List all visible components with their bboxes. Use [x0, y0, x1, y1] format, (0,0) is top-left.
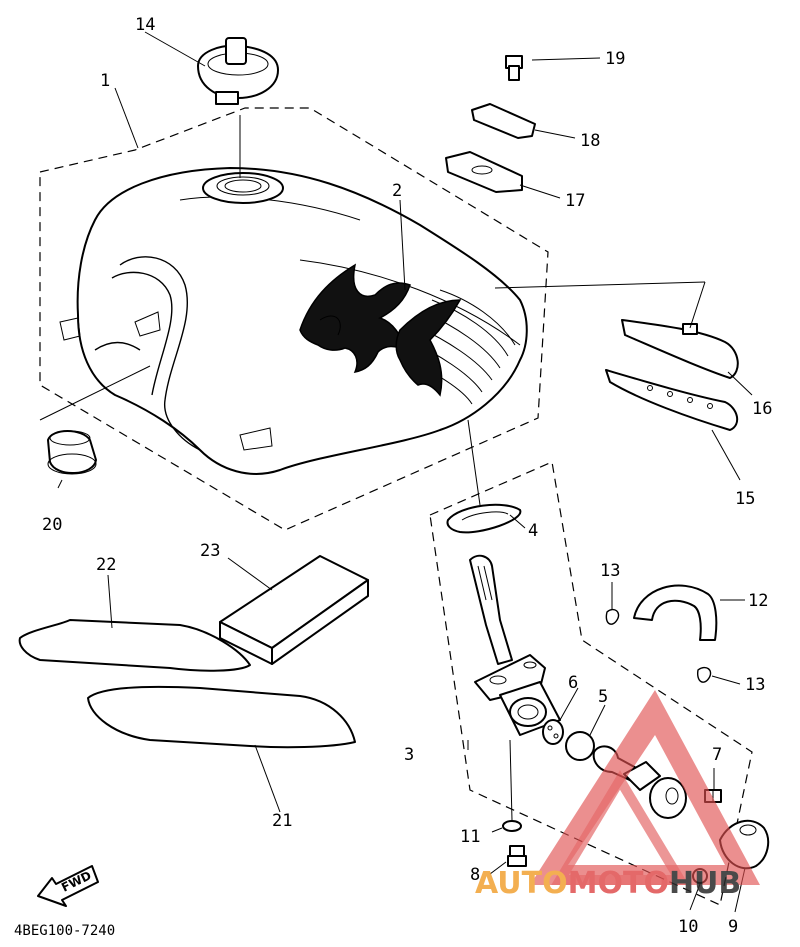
callout-7: 7: [712, 745, 722, 765]
watermark-auto: AUTO: [475, 866, 568, 901]
callout-4: 4: [528, 521, 538, 541]
bolt-19: [505, 55, 523, 81]
fuel-cock-3: [469, 554, 561, 821]
callout-10: 10: [678, 917, 698, 937]
hose-12: [633, 584, 718, 641]
automotohub-watermark: AUTOMOTOHUB: [475, 690, 760, 901]
diagram-code: 4BEG100-7240: [14, 923, 115, 939]
callout-5: 5: [598, 687, 608, 707]
callout-9: 9: [728, 917, 738, 937]
drain-bolt-8: [507, 845, 527, 867]
bracket-18: [471, 103, 536, 139]
bracket-17: [445, 151, 523, 193]
callout-8: 8: [470, 865, 480, 885]
callout-17: 17: [565, 191, 585, 211]
svg-text:AUTOMOTOHUB: AUTOMOTOHUB: [475, 866, 741, 901]
callout-18: 18: [580, 131, 600, 151]
seal-6: [542, 719, 564, 745]
callout-22: 22: [96, 555, 116, 575]
damper-21: [87, 685, 356, 749]
gasket-4: [446, 503, 522, 534]
tank-group-outline: [39, 107, 549, 531]
callout-3: 3: [404, 745, 414, 765]
callout-16: 16: [752, 399, 772, 419]
callout-13-upper: 13: [600, 561, 620, 581]
washer-11: [502, 820, 522, 832]
damper-22: [18, 619, 251, 672]
clip-13-upper: [605, 608, 620, 625]
fuel-cock-group-outline: [429, 461, 753, 906]
watermark-moto: MOTO: [568, 866, 669, 901]
callout-11: 11: [460, 827, 480, 847]
damper-23: [219, 555, 369, 665]
fwd-arrow-icon: FWD: [37, 865, 99, 907]
side-cover-15: [605, 369, 739, 431]
fuel-tank: [59, 167, 528, 475]
callout-13-lower: 13: [745, 675, 765, 695]
clip-13-lower: [696, 666, 712, 683]
callout-14: 14: [135, 15, 155, 35]
watermark-inner-triangle-icon: [551, 770, 689, 885]
callout-12: 12: [748, 591, 768, 611]
side-cover-16: [621, 319, 739, 379]
callout-2: 2: [392, 181, 402, 201]
callout-19: 19: [605, 49, 625, 69]
callout-labels: 14 1 19 18 17 2 16 15 20 4 13 12 13 22 2…: [42, 15, 772, 937]
callout-6: 6: [568, 673, 578, 693]
leader-lines: [39, 31, 753, 913]
callout-1: 1: [100, 71, 110, 91]
callout-23: 23: [200, 541, 220, 561]
gasket-5: [565, 731, 595, 761]
callout-21: 21: [272, 811, 292, 831]
callout-15: 15: [735, 489, 755, 509]
watermark-hub: HUB: [669, 866, 741, 901]
tank-emblem-graphic: [299, 263, 462, 397]
grommet-20: [47, 430, 97, 475]
callout-20: 20: [42, 515, 62, 535]
watermark-triangle-icon: [530, 690, 760, 885]
fuel-cap: [197, 37, 279, 105]
